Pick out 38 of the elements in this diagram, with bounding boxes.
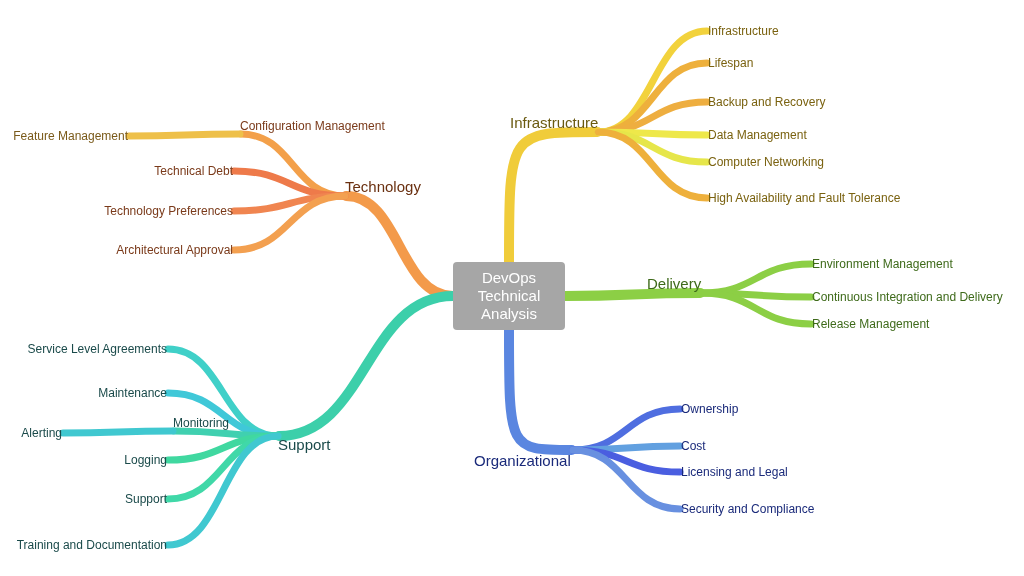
topic-label: Alerting bbox=[21, 425, 62, 441]
topic-label: Backup and Recovery bbox=[708, 94, 826, 110]
branch-connector bbox=[569, 446, 684, 513]
topic-label: Service Level Agreements bbox=[27, 341, 167, 357]
topic-label: Release Management bbox=[812, 316, 930, 332]
topic-label: Continuous Integration and Delivery bbox=[812, 289, 1003, 305]
branch-connector bbox=[164, 432, 282, 549]
topic-label: Training and Documentation bbox=[16, 537, 167, 553]
topic-label: Support bbox=[124, 491, 167, 507]
subtopic-label: Monitoring bbox=[173, 415, 230, 431]
branch-connector bbox=[594, 128, 711, 202]
branch-connector bbox=[125, 130, 244, 140]
central-topic-box: DevOps Technical Analysis bbox=[453, 262, 565, 330]
topic-label: Maintenance bbox=[98, 385, 167, 401]
topic-label: Infrastructure bbox=[708, 23, 779, 39]
topic-label: Data Management bbox=[708, 127, 807, 143]
topic-label: Computer Networking bbox=[708, 154, 825, 170]
topic-label: Environment Management bbox=[812, 256, 953, 272]
topic-label: High Availability and Fault Tolerance bbox=[708, 190, 901, 206]
branch-connector bbox=[59, 427, 177, 437]
topic-label: Licensing and Legal bbox=[681, 464, 788, 480]
branch-label: Technology bbox=[345, 178, 421, 196]
topic-label: Cost bbox=[681, 438, 706, 454]
topic-label: Feature Management bbox=[13, 128, 128, 144]
topic-label: Logging bbox=[124, 452, 167, 468]
branch-connector bbox=[697, 289, 815, 328]
branch-label: Infrastructure bbox=[510, 114, 599, 132]
branch-label: Support bbox=[278, 436, 331, 454]
topic-label: Security and Compliance bbox=[681, 501, 815, 517]
branch-label: Organizational bbox=[474, 452, 571, 470]
branch-label: Delivery bbox=[647, 275, 702, 293]
topic-label: Ownership bbox=[681, 401, 739, 417]
branch-connector bbox=[230, 192, 349, 254]
topic-label: Architectural Approval bbox=[116, 242, 233, 258]
topic-label: Technical Debt bbox=[154, 163, 233, 179]
subtopic-label: Configuration Management bbox=[240, 118, 385, 134]
topic-label: Technology Preferences bbox=[104, 203, 233, 219]
topic-label: Lifespan bbox=[708, 55, 754, 71]
